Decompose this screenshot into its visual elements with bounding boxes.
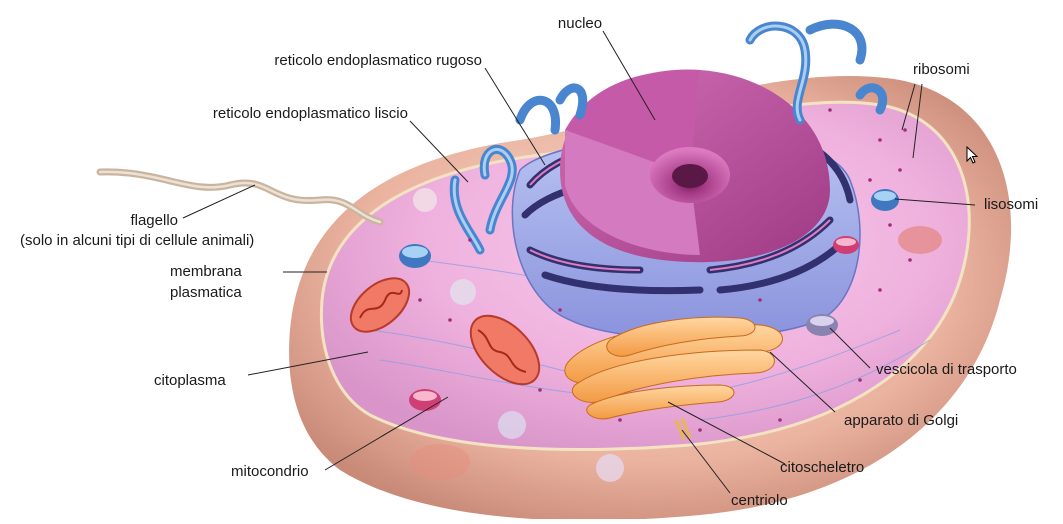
smooth-er-highlights [452,24,808,252]
nucleus-cutaway-lower [565,130,700,255]
label-reticolo-rugoso: reticolo endoplasmatico rugoso [274,52,482,69]
label-membrana: membrana [170,263,242,280]
vesicle-pink-1 [409,389,441,411]
vesicle-grey-2 [596,454,624,482]
transport-vesicle [806,314,838,336]
mitochondrion-1 [349,277,411,333]
label-flagello: flagello [130,212,178,229]
label-flagello-note: (solo in alcuni tipi di cellule animali) [20,232,255,249]
vesicle-grey-1 [450,279,476,305]
mitochondrion-2 [469,314,541,386]
leader-lines [182,30,976,494]
flagellum-highlight [98,170,382,224]
vesicle-grey-3 [498,411,526,439]
label-plasmatica: plasmatica [170,284,242,301]
lysosome [871,189,899,211]
label-mitocondrio: mitocondrio [231,463,309,480]
centriole [674,417,692,441]
vesicle-rim-1 [898,226,942,254]
label-citoplasma: citoplasma [154,372,226,389]
nucleus-cutaway [565,69,700,175]
label-reticolo-liscio: reticolo endoplasmatico liscio [212,105,408,122]
vesicle-blue-1 [399,244,431,268]
vesicle-rim-2 [410,444,470,480]
vesicle-grey-4 [413,188,437,212]
label-ribosomi: ribosomi [913,61,970,78]
nucleolus-core [672,164,708,188]
label-citoscheletro: citoscheletro [780,459,865,476]
ribosome-dots [418,108,912,432]
label-centriolo: centriolo [731,492,788,509]
label-nucleo: nucleo [557,15,603,32]
golgi-stack [564,316,783,420]
label-vescicola: vescicola di trasporto [876,361,1017,378]
label-golgi: apparato di Golgi [844,412,959,429]
mouse-cursor-icon [966,146,979,164]
label-lisosomi: lisosomi [984,196,1039,213]
vesicle-pink-2 [833,236,859,254]
